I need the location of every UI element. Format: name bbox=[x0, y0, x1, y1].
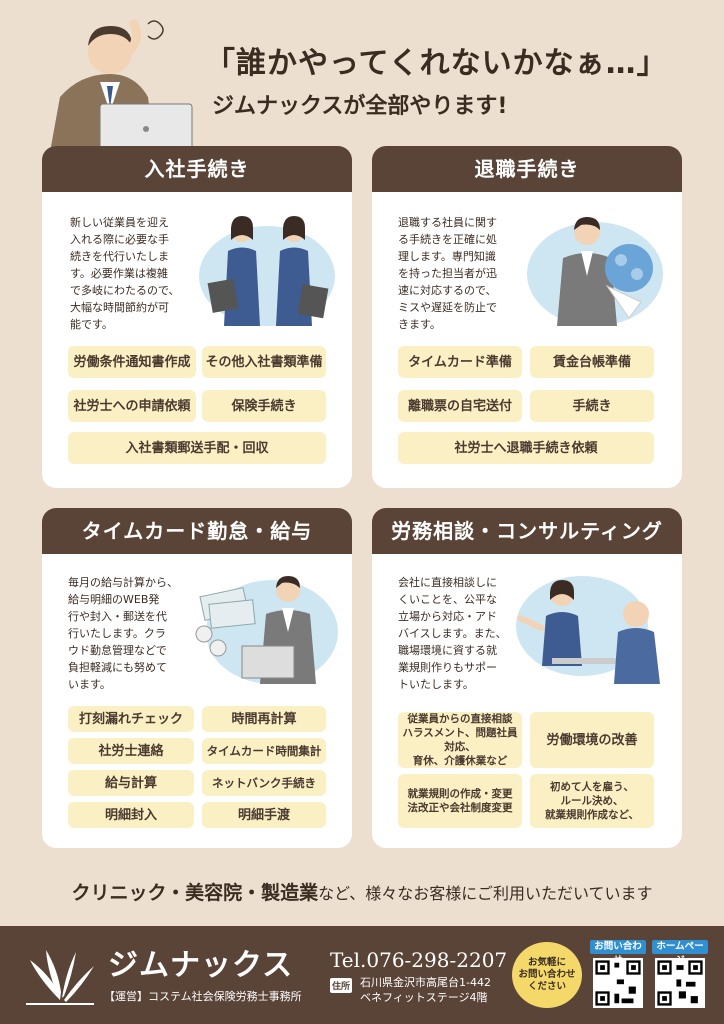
chip-item: 保険手続き bbox=[202, 390, 326, 422]
chip-item: その他入社書類準備 bbox=[202, 346, 326, 378]
card-onboarding: 入社手続き 新しい従業員を迎え 入れる際に必要な手 続きを代行いたしま す。必要… bbox=[42, 146, 352, 488]
chip-item: 時間再計算 bbox=[202, 706, 326, 732]
card-title: 労務相談・コンサルティング bbox=[372, 508, 682, 554]
chip-item: 手続き bbox=[530, 390, 654, 422]
chip-item: 社労士へ退職手続き依頼 bbox=[398, 432, 654, 464]
chip-item: 離職票の自宅送付 bbox=[398, 390, 522, 422]
chip-item: 労働環境の改善 bbox=[530, 712, 654, 768]
chip-item: 賃金台帳準備 bbox=[530, 346, 654, 378]
chip-item: 明細封入 bbox=[68, 802, 194, 828]
chip-item: タイムカード準備 bbox=[398, 346, 522, 378]
chip-item: タイムカード時間集計 bbox=[202, 738, 326, 764]
chip-item: 給与計算 bbox=[68, 770, 194, 796]
operator-name: 【運営】コステム社会保険労務士事務所 bbox=[104, 990, 302, 1003]
tagline-rest: など、様々なお客様にご利用いただいています bbox=[318, 884, 653, 903]
chip-item: ネットバンク手続き bbox=[202, 770, 326, 796]
company-name: ジムナックス bbox=[108, 948, 294, 983]
chip-item: 従業員からの直接相談 ハラスメント、問題社員対応、 育休、介護休業など bbox=[398, 712, 522, 768]
qr-code-contact[interactable] bbox=[593, 958, 643, 1008]
payroll-worker-illustration bbox=[195, 576, 338, 684]
card-description: 新しい従業員を迎え 入れる際に必要な手 続きを代行いたしま す。必要作業は複雑 … bbox=[70, 216, 180, 331]
chip-item: 労働条件通知書作成 bbox=[68, 346, 196, 378]
chip-item: 社労士連絡 bbox=[68, 738, 194, 764]
card-description: 退職する社員に関す る手続きを正確に処 理します。専門知識 を持った担当者が迅 … bbox=[398, 216, 497, 331]
company-logo-icon bbox=[26, 950, 94, 1005]
phone-number[interactable]: Tel.076-298-2207 bbox=[330, 948, 508, 972]
card-timecard-payroll: タイムカード勤怠・給与 毎月の給与計算から、 給与明細のWEB発 行や封入・郵送… bbox=[42, 508, 352, 848]
chip-item: 初めて人を雇う、 ルール決め、 就業規則作成など、 bbox=[530, 774, 654, 828]
contact-bubble: お気軽に お問い合わせ ください bbox=[512, 942, 582, 1008]
card-title: タイムカード勤怠・給与 bbox=[42, 508, 352, 554]
headline: 「誰かやってくれないかなぁ…」 bbox=[205, 46, 668, 81]
card-resignation: 退職手続き 退職する社員に関す る手続きを正確に処 理します。専門知識 を持った… bbox=[372, 146, 682, 488]
qr-label-homepage: ホームページ bbox=[652, 940, 708, 966]
employee-with-bouquet-illustration bbox=[527, 217, 663, 326]
card-title: 入社手続き bbox=[42, 146, 352, 192]
card-labor-consulting: 労務相談・コンサルティング 会社に直接相談しに くいことを、公平な 立場から対応… bbox=[372, 508, 682, 848]
stressed-worker-illustration bbox=[50, 19, 193, 152]
chip-item: 社労士への申請依頼 bbox=[68, 390, 196, 422]
card-description: 毎月の給与計算から、 給与明細のWEB発 行や封入・郵送を代 行いたします。クラ… bbox=[68, 576, 178, 691]
card-title: 退職手続き bbox=[372, 146, 682, 192]
chip-item: 入社書類郵送手配・回収 bbox=[68, 432, 326, 464]
chip-item: 明細手渡 bbox=[202, 802, 326, 828]
tagline: クリニック・美容院・製造業など、様々なお客様にご利用いただいています bbox=[0, 878, 724, 905]
chip-item: 就業規則の作成・変更 法改正や会社制度変更 bbox=[398, 774, 522, 828]
consultation-illustration bbox=[516, 576, 660, 684]
address-label: 住所 bbox=[330, 978, 353, 993]
card-description: 会社に直接相談しに くいことを、公平な 立場から対応・アド バイスします。また、… bbox=[398, 576, 507, 691]
tagline-industries: クリニック・美容院・製造業 bbox=[71, 882, 319, 904]
address: 石川県金沢市高尾台1-442 ベネフィットステージ4階 bbox=[360, 976, 491, 1004]
two-new-employees-illustration bbox=[199, 216, 335, 326]
qr-label-contact: お問い合わせ bbox=[590, 940, 646, 966]
subhead: ジムナックスが全部やります! bbox=[212, 94, 508, 119]
qr-code-homepage[interactable] bbox=[655, 958, 705, 1008]
chip-item: 打刻漏れチェック bbox=[68, 706, 194, 732]
